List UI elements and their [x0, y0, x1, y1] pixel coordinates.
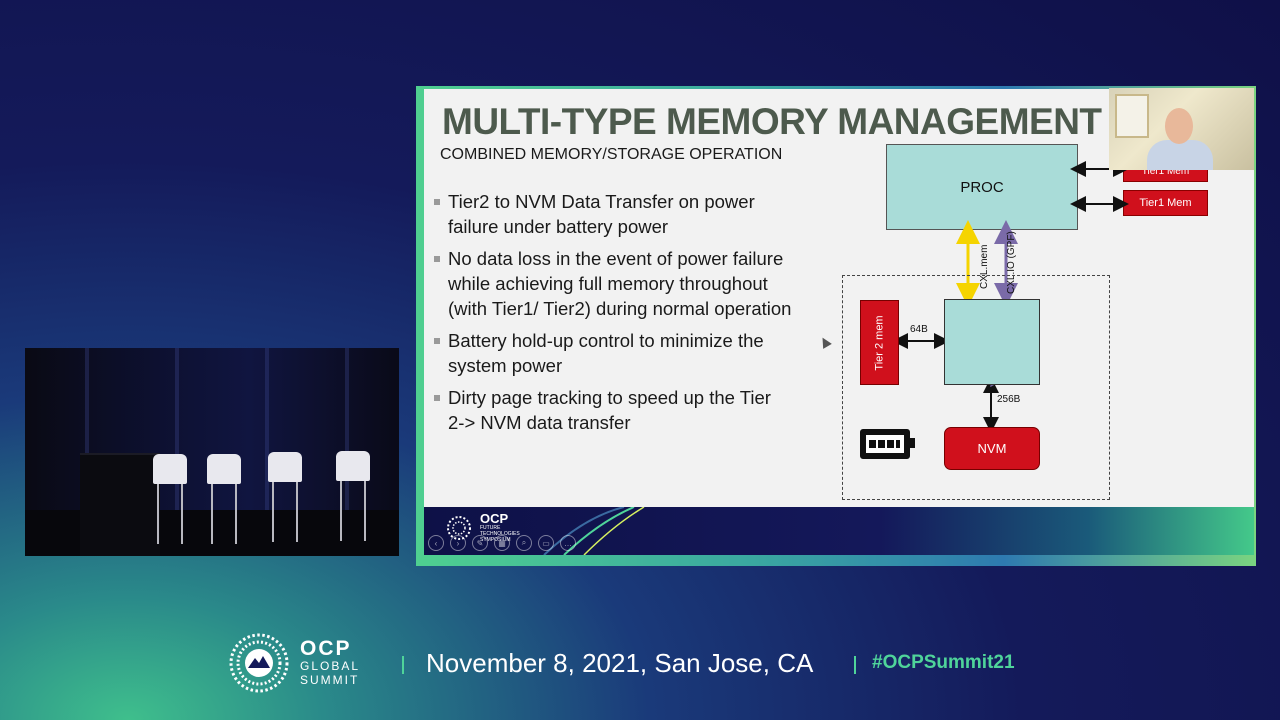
stage-chair — [268, 452, 302, 542]
divider — [402, 656, 404, 674]
stage-chair — [153, 454, 187, 544]
grid-icon[interactable]: ▦ — [494, 535, 510, 551]
proc-box: PROC — [886, 144, 1078, 230]
curtain-fold — [85, 348, 89, 516]
slide-nav-controls: ‹ › ✎ ▦ ⌕ ▭ … — [428, 535, 576, 551]
event-logo-line: GLOBAL — [300, 659, 361, 673]
bullet-list: Tier2 to NVM Data Transfer on power fail… — [432, 189, 792, 442]
event-date-location: November 8, 2021, San Jose, CA — [426, 648, 814, 678]
ocp-global-summit-text: OCP GLOBAL SUMMIT — [300, 637, 361, 687]
event-logo-main: OCP — [300, 637, 352, 660]
curtain-fold — [265, 348, 269, 516]
presenter-head — [1165, 108, 1193, 144]
subtitles-icon[interactable]: ▭ — [538, 535, 554, 551]
presentation-slide: MULTI-TYPE MEMORY MANAGEMENT COMBINED ME… — [424, 89, 1254, 507]
bullet-item: Tier2 to NVM Data Transfer on power fail… — [432, 189, 792, 239]
event-logo-line: SUMMIT — [300, 673, 360, 687]
device-boundary — [842, 275, 1110, 500]
tier2-mem-box: Tier 2 mem — [860, 300, 899, 385]
link-256b-label: 256B — [997, 394, 1021, 405]
more-icon[interactable]: … — [560, 535, 576, 551]
memory-controller-box — [944, 299, 1040, 385]
battery-icon — [860, 429, 915, 459]
event-hashtag: #OCPSummit21 — [872, 652, 1015, 673]
zoom-icon[interactable]: ⌕ — [516, 535, 532, 551]
slide-footer: OCP FUTURE TECHNOLOGIES SYMPOSIUM ‹ › ✎ … — [424, 507, 1254, 555]
nvm-box: NVM — [944, 427, 1040, 470]
next-slide-icon[interactable]: › — [450, 535, 466, 551]
link-64b-label: 64B — [910, 324, 928, 335]
ocp-global-summit-logo: OCP GLOBAL SUMMIT — [228, 632, 360, 694]
memory-architecture-diagram: Tier1 Mem PROC Tier1 Mem — [424, 89, 1254, 507]
stage-video-feed — [25, 348, 399, 556]
bullet-item: No data loss in the event of power failu… — [432, 246, 792, 321]
slide-title: MULTI-TYPE MEMORY MANAGEMENT — [442, 101, 1102, 142]
curtain-fold — [345, 348, 349, 516]
pen-icon[interactable]: ✎ — [472, 535, 488, 551]
fts-logo-line: FUTURE — [480, 525, 501, 531]
stage-chair — [336, 451, 370, 541]
fts-logo-main: OCP — [480, 511, 509, 526]
previous-slide-icon[interactable]: ‹ — [428, 535, 444, 551]
stage-table — [80, 453, 160, 556]
ocp-sunburst-icon — [229, 633, 289, 693]
presenter-webcam — [1109, 88, 1254, 170]
curtain-fold — [175, 348, 179, 516]
slide-subtitle: COMBINED MEMORY/STORAGE OPERATION — [440, 146, 783, 163]
presenter-torso — [1147, 140, 1213, 170]
tier2-mem-label: Tier 2 mem — [873, 314, 886, 371]
bullet-item: Battery hold-up control to minimize the … — [432, 328, 792, 378]
divider — [854, 656, 856, 674]
stage-chair — [207, 454, 241, 544]
bullet-item: Dirty page tracking to speed up the Tier… — [432, 385, 792, 435]
fts-logo-line: TECHNOLOGIES — [480, 531, 520, 537]
wall-picture — [1115, 94, 1149, 138]
